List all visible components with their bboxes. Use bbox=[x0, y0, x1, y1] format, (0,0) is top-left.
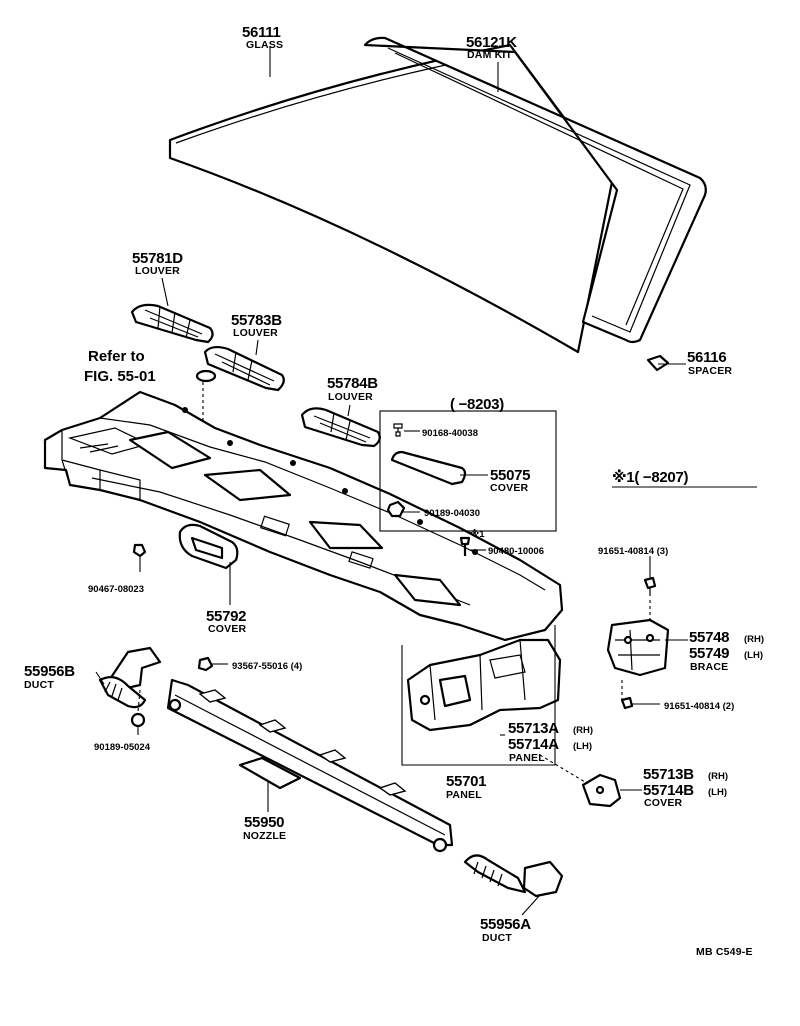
bolt-90168-label: 90168-40038 bbox=[422, 428, 478, 439]
refer-ring-drawing bbox=[195, 369, 217, 383]
dam-kit-number: 56121K bbox=[466, 34, 517, 51]
louver-b3-name: LOUVER bbox=[233, 327, 278, 339]
dam-kit-drawing bbox=[363, 36, 707, 344]
dam-kit-name: DAM KIT bbox=[467, 49, 513, 61]
louver-55784b-drawing bbox=[300, 407, 381, 448]
cover-55075-name: COVER bbox=[490, 482, 529, 494]
panel-a-number-lh: 55714A bbox=[508, 736, 559, 753]
cover-b-name: COVER bbox=[644, 797, 683, 809]
clip-90480-label: 90480-10006 bbox=[488, 546, 544, 557]
cover-b-suffix-rh: (RH) bbox=[708, 771, 728, 782]
brace-drawing bbox=[606, 618, 670, 677]
cover-55792-name: COVER bbox=[208, 623, 247, 635]
glass-name: GLASS bbox=[246, 39, 283, 51]
box-range: ( −8203) bbox=[450, 396, 504, 413]
clip-90467-label: 90467-08023 bbox=[88, 584, 144, 595]
cover-55792-number: 55792 bbox=[206, 608, 246, 625]
spacer-drawing bbox=[646, 354, 670, 372]
nut-90189-04030-label: 90189-04030 bbox=[424, 508, 480, 519]
duct-b-name: DUCT bbox=[24, 679, 54, 691]
nozzle-name: NOZZLE bbox=[243, 830, 286, 842]
figure-code: MB C549-E bbox=[696, 946, 753, 958]
panel-a-name: PANEL bbox=[509, 752, 545, 764]
bolt-91651-top-label: 91651-40814 (3) bbox=[598, 546, 668, 557]
nozzle-drawing bbox=[166, 678, 454, 853]
nut-90189-05024-label: 90189-05024 bbox=[94, 742, 151, 753]
leader-lines bbox=[95, 46, 757, 916]
cover-55792-drawing bbox=[178, 523, 239, 570]
louver-55783b-drawing bbox=[203, 345, 285, 392]
louver-b4-number: 55784B bbox=[327, 375, 378, 392]
duct-b-number: 55956B bbox=[24, 663, 75, 680]
panel-a-suffix-rh: (RH) bbox=[573, 725, 593, 736]
duct-a-name: DUCT bbox=[482, 932, 512, 944]
windshield-glass-drawing bbox=[168, 43, 614, 354]
cover-55075-box bbox=[379, 410, 557, 532]
louver-d-number: 55781D bbox=[132, 250, 183, 267]
note-1: ※1( −8207) bbox=[612, 468, 689, 486]
cover-b-number-rh: 55713B bbox=[643, 766, 694, 783]
cowl-panel-drawing bbox=[43, 390, 564, 732]
bolt-91651-bottom-label: 91651-40814 (2) bbox=[664, 701, 734, 712]
brace-number-rh: 55748 bbox=[689, 629, 729, 646]
louver-b4-name: LOUVER bbox=[328, 391, 373, 403]
nozzle-number: 55950 bbox=[244, 814, 284, 831]
duct-a-number: 55956A bbox=[480, 916, 531, 933]
cover-b-suffix-lh: (LH) bbox=[708, 787, 727, 798]
duct-55956a-drawing bbox=[463, 854, 564, 898]
small-note: ※1 bbox=[470, 529, 485, 540]
glass-number: 56111 bbox=[242, 24, 281, 41]
panel-main-number: 55701 bbox=[446, 773, 486, 790]
refer-line1: Refer to bbox=[88, 348, 145, 365]
nut-90189-05024-drawing bbox=[130, 712, 146, 728]
duct-55956b-drawing bbox=[98, 646, 162, 709]
brace-suffix-lh: (LH) bbox=[744, 650, 763, 661]
screw-93567-label: 93567-55016 (4) bbox=[232, 661, 302, 672]
panel-a-number-rh: 55713A bbox=[508, 720, 559, 737]
brace-number-lh: 55749 bbox=[689, 645, 729, 662]
panel-a-suffix-lh: (LH) bbox=[573, 741, 592, 752]
brace-name: BRACE bbox=[690, 661, 728, 673]
panel-main-name: PANEL bbox=[446, 789, 482, 801]
spacer-name: SPACER bbox=[688, 365, 732, 377]
cover-55075-number: 55075 bbox=[490, 467, 530, 484]
louver-55781d-drawing bbox=[130, 303, 214, 344]
spacer-number: 56116 bbox=[687, 349, 726, 366]
louver-d-name: LOUVER bbox=[135, 265, 180, 277]
brace-suffix-rh: (RH) bbox=[744, 634, 764, 645]
louver-b3-number: 55783B bbox=[231, 312, 282, 329]
hardware-drawing bbox=[132, 423, 657, 710]
cover-b-number-lh: 55714B bbox=[643, 782, 694, 799]
cover-55713b-drawing bbox=[581, 773, 622, 808]
refer-line2: FIG. 55-01 bbox=[84, 368, 156, 385]
